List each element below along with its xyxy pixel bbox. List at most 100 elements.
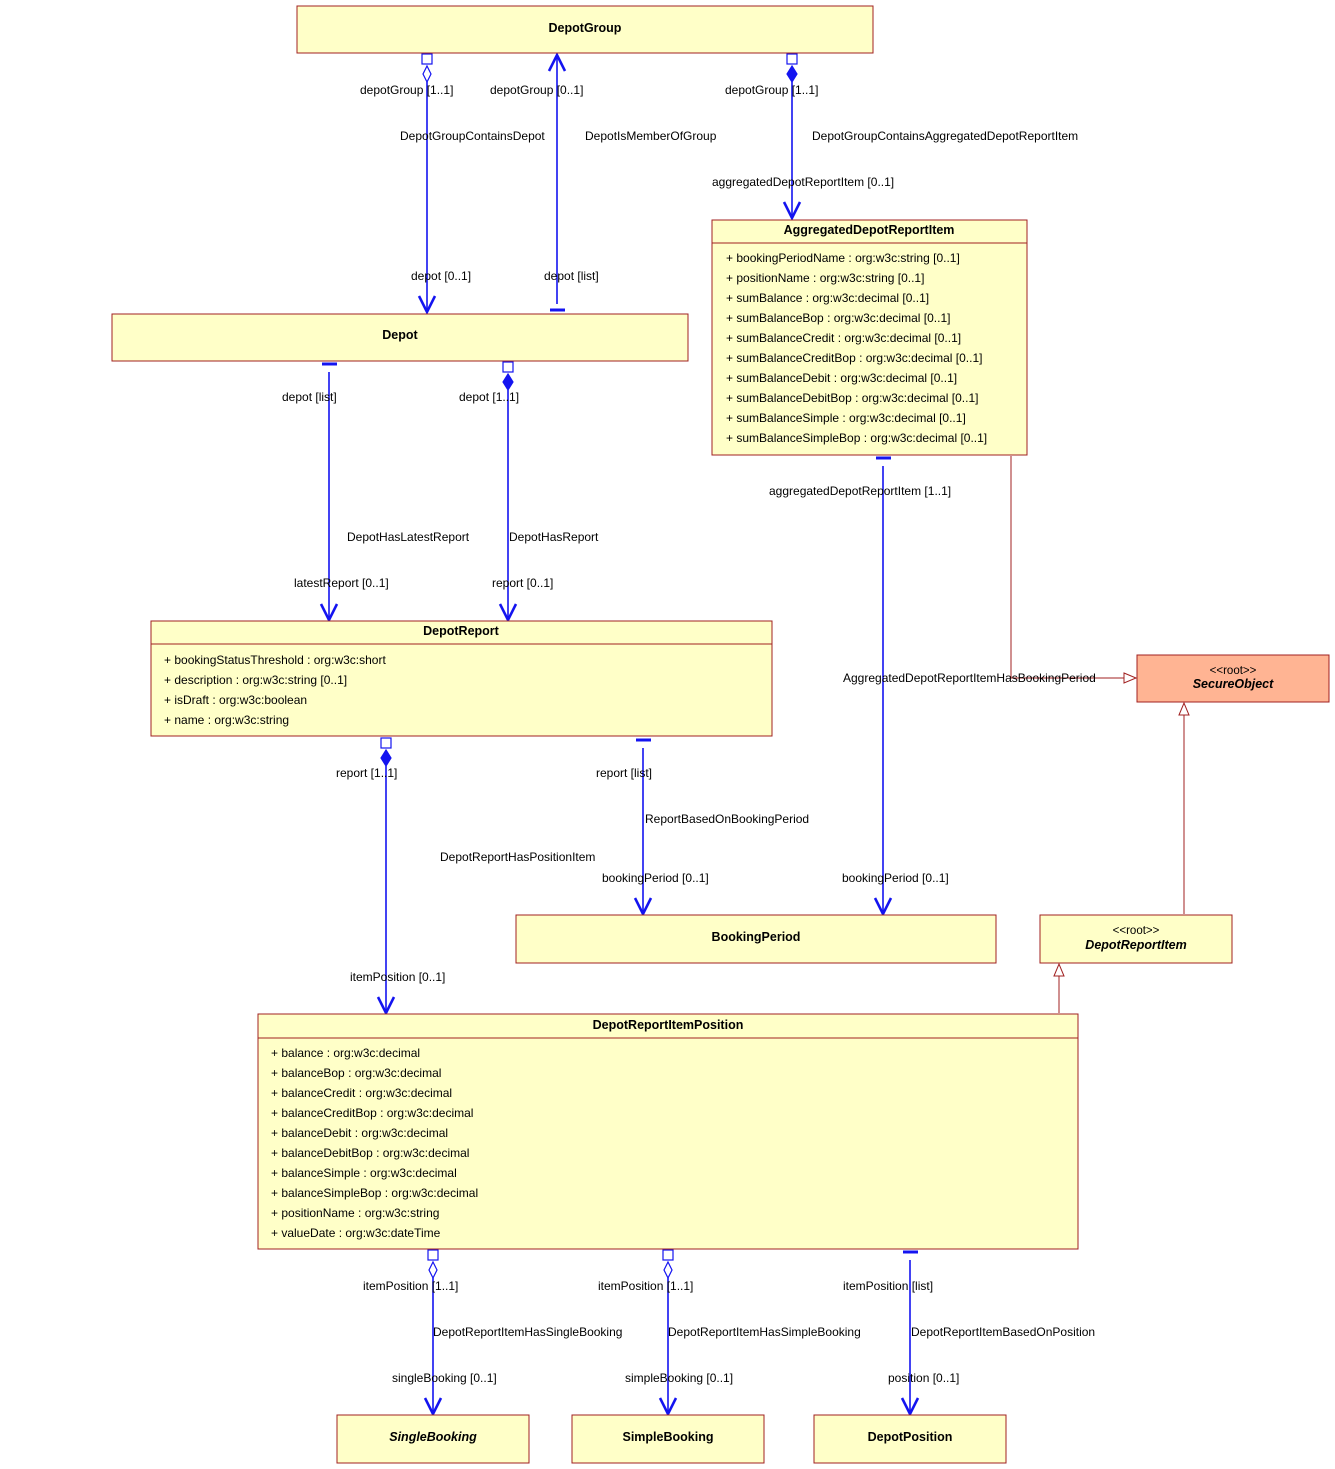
attribute: + balanceDebitBop : org:w3c:decimal [271,1146,469,1160]
association-item-single-booking [427,1249,439,1414]
association-name: DepotIsMemberOfGroup [585,129,717,143]
role-label: bookingPeriod [0..1] [842,871,949,885]
class-depot-group[interactable]: DepotGroup [296,5,874,54]
role-label: report [1..1] [336,766,397,780]
generalization-depotreportitem-to-secureobject [1178,701,1190,914]
class-depot-report[interactable]: DepotReport + bookingStatusThreshold : o… [150,620,773,737]
attribute: + balance : org:w3c:decimal [271,1046,420,1060]
end-square-icon [427,1249,439,1261]
class-depot-report-item[interactable]: <<root>> DepotReportItem [1039,914,1233,964]
class-aggregated-depot-report-item[interactable]: AggregatedDepotReportItem + bookingPerio… [711,219,1028,456]
association-group-contains-aggregated [786,53,798,218]
role-label: depotGroup [1..1] [725,83,818,97]
class-simple-booking[interactable]: SimpleBooking [571,1414,765,1464]
association-depot-member-of-group [550,55,565,312]
role-label: simpleBooking [0..1] [625,1371,733,1385]
attribute: + balanceCreditBop : org:w3c:decimal [271,1106,473,1120]
attribute: + sumBalanceDebitBop : org:w3c:decimal [… [726,391,978,405]
attribute: + description : org:w3c:string [0..1] [164,673,347,687]
aggregation-diamond-icon [422,64,432,84]
attribute: + balanceCredit : org:w3c:decimal [271,1086,452,1100]
inheritance-triangle-icon [1053,962,1065,977]
class-secure-object[interactable]: <<root>> SecureObject [1136,654,1330,703]
role-label: position [0..1] [888,1371,959,1385]
attribute: + sumBalanceSimple : org:w3c:decimal [0.… [726,411,966,425]
role-label: latestReport [0..1] [294,576,389,590]
association-depot-latest-report [322,362,337,620]
end-square-icon [421,53,433,65]
role-label: aggregatedDepotReportItem [0..1] [712,175,894,189]
class-name: SimpleBooking [623,1430,714,1444]
inheritance-triangle-icon [1123,672,1138,684]
role-label: depot [1..1] [459,390,519,404]
role-label: itemPosition [list] [843,1279,933,1293]
role-label: bookingPeriod [0..1] [602,871,709,885]
end-square-icon [502,361,514,373]
attribute: + positionName : org:w3c:string [271,1206,439,1220]
class-depot[interactable]: Depot [111,313,689,362]
class-single-booking[interactable]: SingleBooking [336,1414,530,1464]
generalization-itemposition-to-depotreportitem [1053,962,1065,1013]
end-square-icon [786,53,798,65]
class-name: Depot [382,328,418,342]
role-label: itemPosition [1..1] [363,1279,458,1293]
attribute: + sumBalanceDebit : org:w3c:decimal [0..… [726,371,957,385]
class-name: DepotReport [423,624,500,638]
association-report-has-position-item [380,737,392,1013]
role-label: depot [list] [282,390,337,404]
association-item-simple-booking [662,1249,674,1414]
association-name: AggregatedDepotReportItemHasBookingPerio… [843,671,1096,685]
composition-diamond-icon [380,748,392,768]
association-report-booking-period [636,738,651,914]
class-name: DepotReportItem [1085,938,1186,952]
end-square-icon [380,737,392,749]
attribute: + bookingStatusThreshold : org:w3c:short [164,653,386,667]
association-name: DepotHasLatestReport [347,530,470,544]
inheritance-triangle-icon [1178,701,1190,716]
association-name: DepotGroupContainsAggregatedDepotReportI… [812,129,1078,143]
association-name: DepotReportItemBasedOnPosition [911,1325,1095,1339]
class-name: DepotGroup [549,21,622,35]
association-group-contains-depot [421,53,433,312]
attribute: + name : org:w3c:string [164,713,289,727]
association-depot-has-report [502,361,514,620]
attribute: + balanceSimpleBop : org:w3c:decimal [271,1186,478,1200]
association-name: DepotGroupContainsDepot [400,129,545,143]
attribute: + sumBalanceCredit : org:w3c:decimal [0.… [726,331,961,345]
role-label: itemPosition [0..1] [350,970,445,984]
class-booking-period[interactable]: BookingPeriod [515,914,997,964]
association-name: DepotReportHasPositionItem [440,850,595,864]
role-label: depot [list] [544,269,599,283]
attribute: + sumBalanceCreditBop : org:w3c:decimal … [726,351,982,365]
aggregation-diamond-icon [428,1260,438,1280]
association-name: DepotHasReport [509,530,599,544]
attribute: + balanceBop : org:w3c:decimal [271,1066,441,1080]
association-name: DepotReportItemHasSingleBooking [433,1325,622,1339]
class-name: DepotPosition [868,1430,953,1444]
end-square-icon [662,1249,674,1261]
attribute: + balanceDebit : org:w3c:decimal [271,1126,448,1140]
class-name: DepotReportItemPosition [593,1018,744,1032]
role-label: depotGroup [0..1] [490,83,583,97]
attribute: + isDraft : org:w3c:boolean [164,693,307,707]
stereotype: <<root>> [1210,665,1257,677]
role-label: itemPosition [1..1] [598,1279,693,1293]
role-label: depot [0..1] [411,269,471,283]
association-item-based-on-position [903,1250,918,1414]
aggregation-diamond-icon [663,1260,673,1280]
class-depot-report-item-position[interactable]: DepotReportItemPosition + balance : org:… [257,1013,1079,1250]
composition-diamond-icon [786,64,798,84]
attribute: + sumBalanceSimpleBop : org:w3c:decimal … [726,431,987,445]
class-depot-position[interactable]: DepotPosition [813,1414,1007,1464]
composition-diamond-icon [502,372,514,392]
role-label: singleBooking [0..1] [392,1371,497,1385]
attribute: + bookingPeriodName : org:w3c:string [0.… [726,251,960,265]
attribute: + valueDate : org:w3c:dateTime [271,1226,441,1240]
stereotype: <<root>> [1113,925,1160,937]
association-name: ReportBasedOnBookingPeriod [645,812,809,826]
class-name: SingleBooking [389,1430,477,1444]
role-label: aggregatedDepotReportItem [1..1] [769,484,951,498]
association-aggregated-booking-period [876,456,891,914]
class-name: AggregatedDepotReportItem [784,223,955,237]
role-label: report [0..1] [492,576,553,590]
